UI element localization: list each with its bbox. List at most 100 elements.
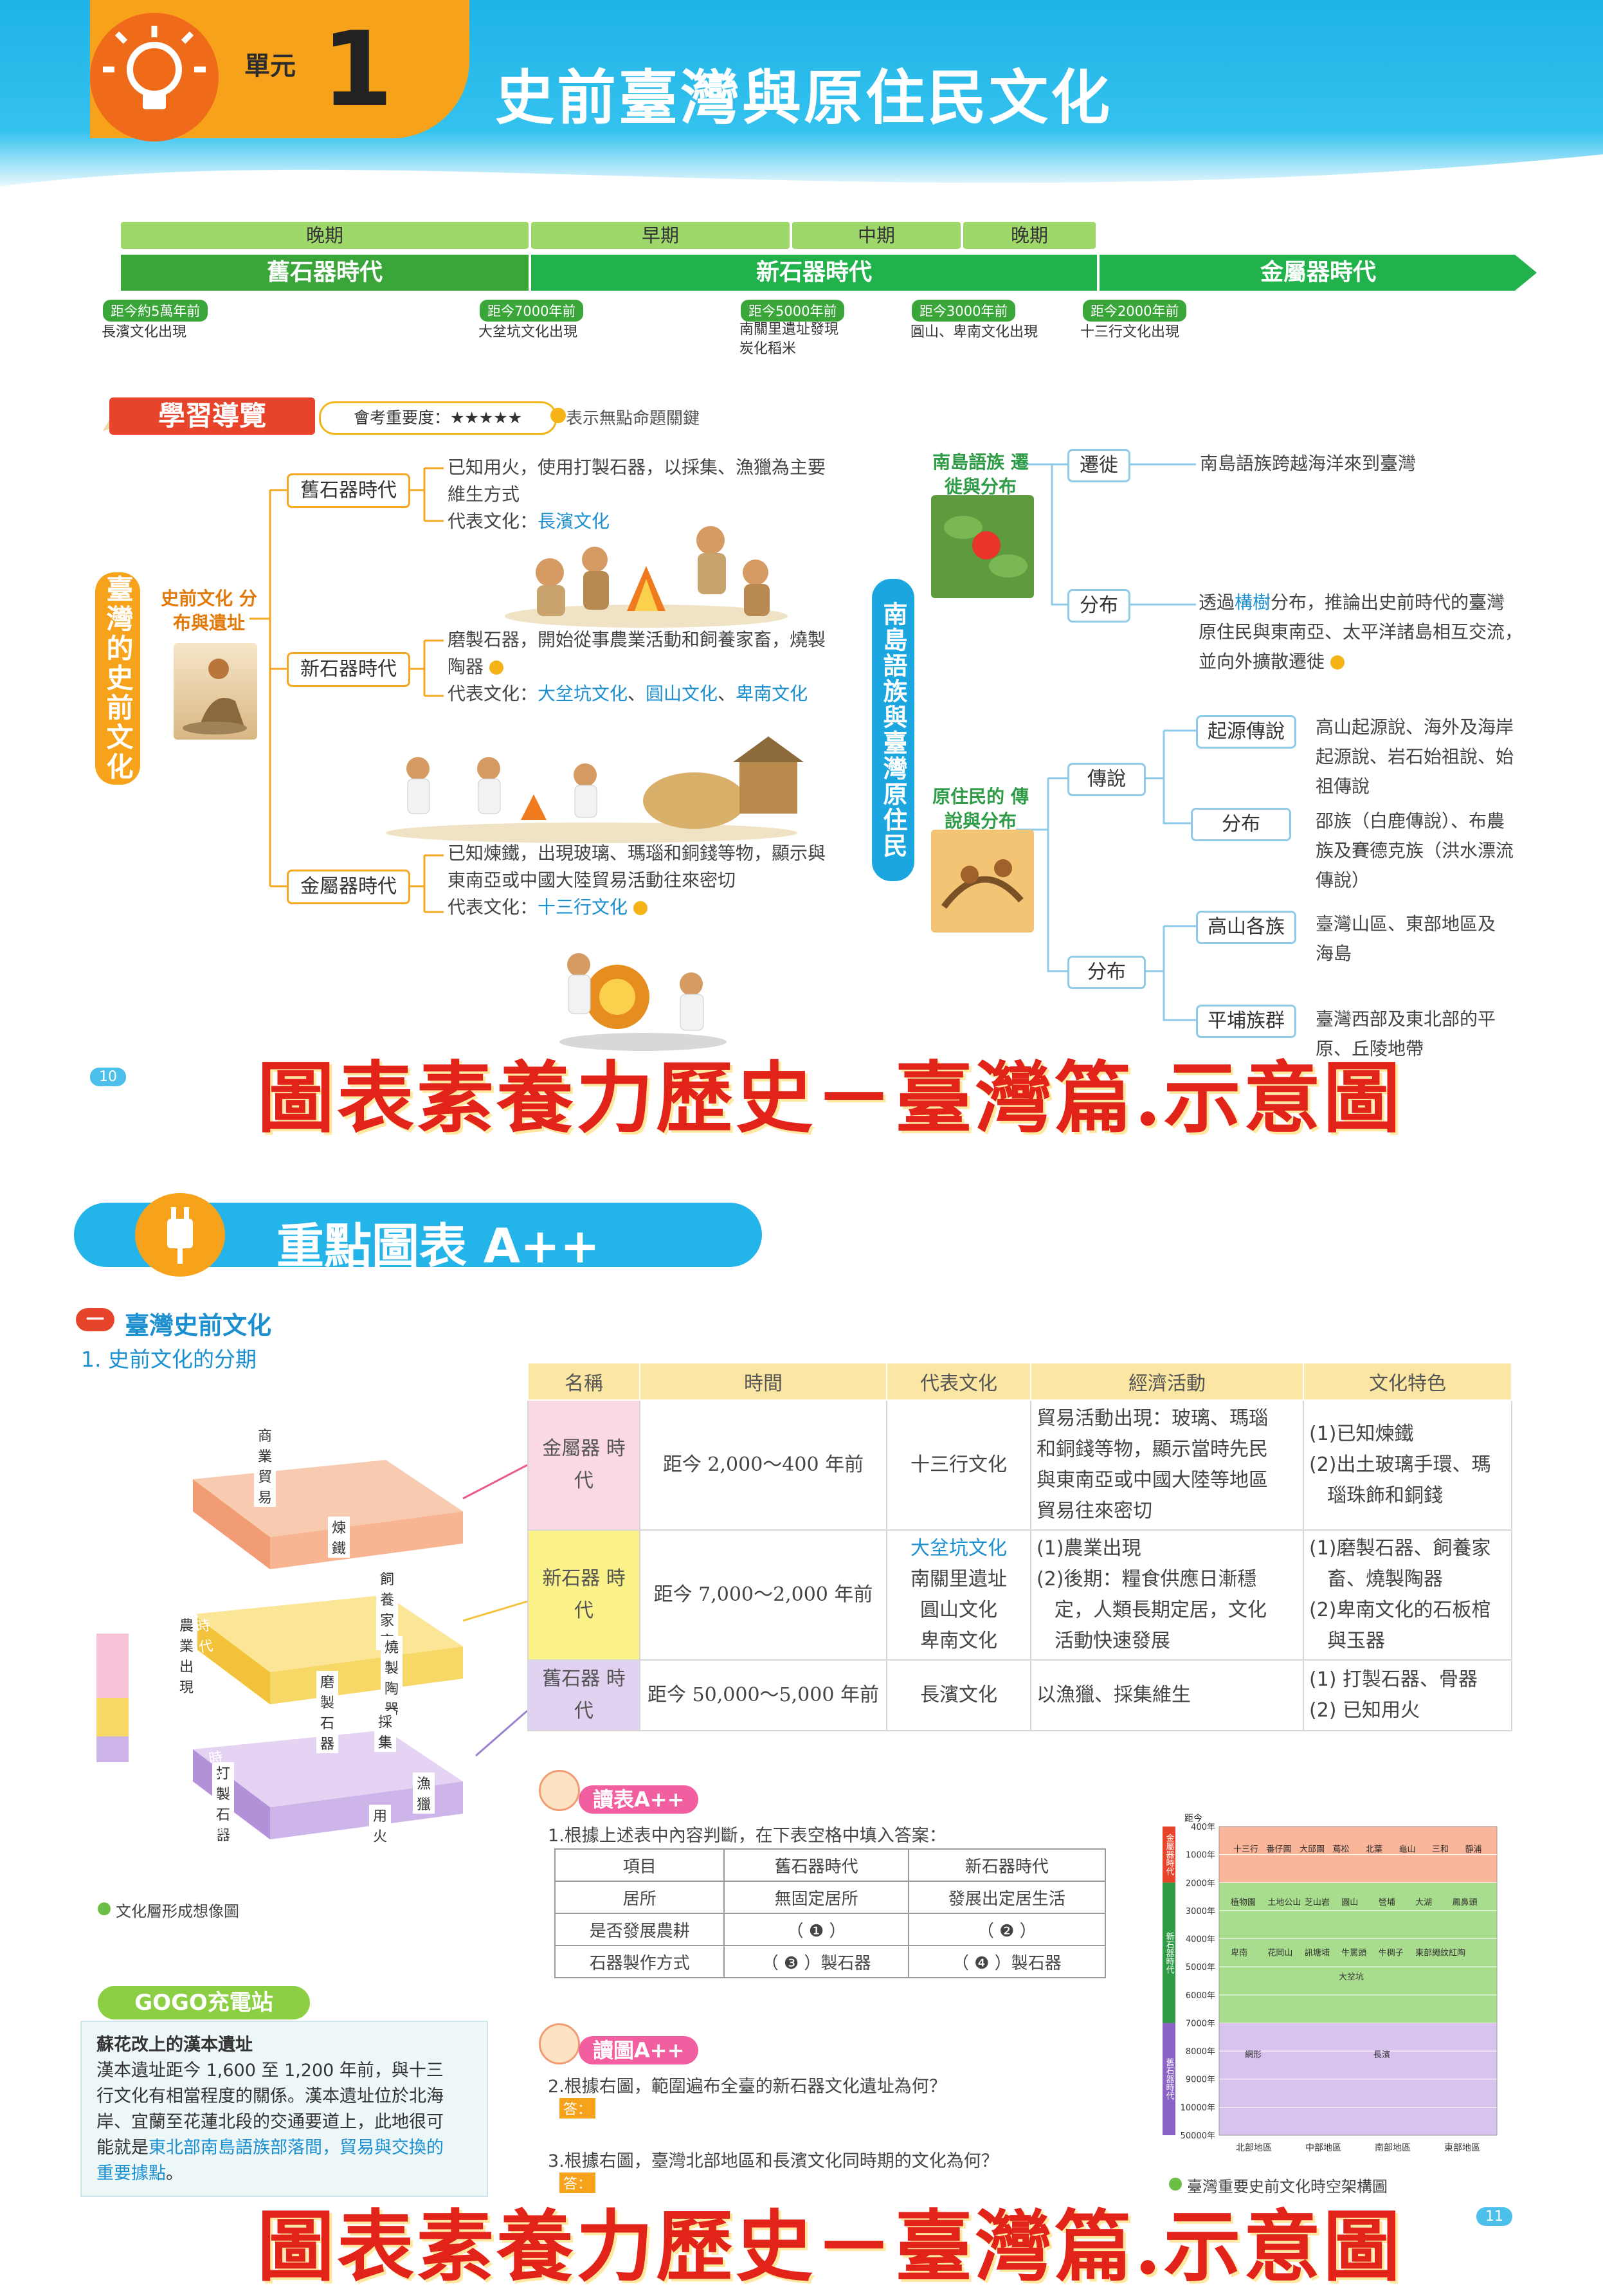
economy-line: 貿易往來密切 xyxy=(1037,1500,1152,1522)
neolithic-village-illustration xyxy=(379,724,804,846)
feature-line: (1) 打製石器、骨器 xyxy=(1309,1668,1478,1691)
gogo-title: 蘇花改上的漢本遺址 xyxy=(96,2035,253,2055)
migration-text: 南島語族跨越海洋來到臺灣 xyxy=(1200,453,1417,474)
answer-row: 是否發展農耕 （ ❶ ） （ ❷ ） xyxy=(554,1913,1107,1946)
migration-node: 遷徙 xyxy=(1067,449,1130,482)
answer-row: 石器製作方式 （ ❸ ）製石器 （ ❹ ）製石器 xyxy=(554,1945,1107,1978)
row-name-metal: 金屬器 時代 xyxy=(527,1399,640,1531)
gogo-line: 重要據點。 xyxy=(96,2161,469,2187)
excavation-illustration xyxy=(174,643,257,740)
neolithic-culture-line: 代表文化：大坌坑文化、圓山文化、卑南文化 xyxy=(448,680,865,707)
page-number-right: 11 xyxy=(1476,2207,1512,2226)
feature-line: (2) 已知用火 xyxy=(1309,1699,1420,1722)
row-name-paleolithic: 舊石器 時代 xyxy=(527,1659,640,1731)
economy-line: 貿易活動出現：玻璃、瑪瑙 xyxy=(1037,1407,1268,1430)
x-category-label: 北部地區 xyxy=(1236,2143,1272,2153)
culture-prefix: 代表文化： xyxy=(448,683,538,704)
mountain-line: 臺灣山區、東部地區及 xyxy=(1316,913,1496,934)
spread-text: 透過構樹分布，推論出史前時代的臺灣 原住民與東南亞、太平洋諸島相互交流， 並向外… xyxy=(1199,588,1559,677)
answer-blank[interactable]: （ ❸ ）製石器 xyxy=(723,1945,909,1978)
answer-header: 項目 xyxy=(554,1848,725,1882)
student-avatar-icon xyxy=(539,1770,580,1811)
gogo-line: 行文化有相當程度的關係。漢本遺址位於北海 xyxy=(96,2086,444,2106)
paleolithic-people-illustration xyxy=(498,502,794,630)
culture-layer-illustration xyxy=(90,1402,476,1891)
learning-guide-badge: 學習導覽 xyxy=(109,397,315,435)
gogo-highlight: 重要據點 xyxy=(96,2164,166,2183)
origin-line: 高山起源說、海外及海岸 xyxy=(1316,716,1514,738)
illustration-caption-icon xyxy=(98,1902,111,1915)
section-number: 一 xyxy=(86,1309,104,1330)
timeline-era-paleolithic: 舊石器時代 xyxy=(121,255,529,291)
illustration-label: 用火 xyxy=(369,1805,392,1846)
culture-label: 鳳鼻頭 xyxy=(1453,1897,1478,1908)
feature-line: 與玉器 xyxy=(1327,1630,1385,1652)
chart-svg: 距今金屬器時代新石器時代舊石器時代400年1000年2000年3000年4000… xyxy=(1163,1814,1498,2153)
paleolithic-desc-line: 維生方式 xyxy=(448,484,520,505)
illustration-label: 漁獵 xyxy=(413,1772,435,1814)
timeline: 晚期 早期 中期 晚期 舊石器時代 新石器時代 金屬器時代 距今約5萬年前 長濱… xyxy=(0,0,1603,360)
paper-mulberry-illustration xyxy=(931,495,1034,598)
answer-header: 舊石器時代 xyxy=(723,1848,909,1882)
x-category-label: 東部地區 xyxy=(1444,2143,1480,2153)
timeline-subperiod: 晚期 xyxy=(121,222,529,249)
answer-blank[interactable]: （ ❹ ）製石器 xyxy=(907,1945,1107,1978)
culture-label: 花岡山 xyxy=(1267,1948,1292,1958)
y-tick-label: 8000年 xyxy=(1186,2047,1215,2057)
spread-text-line3: 並向外擴散遷徙 xyxy=(1199,651,1325,672)
legend-spread-line: 傳說） xyxy=(1316,870,1370,891)
answer-cell: 石器製作方式 xyxy=(554,1945,725,1978)
table-row: 金屬器 時代 距今 2,000～400 年前 十三行文化 貿易活動出現：玻璃、瑪… xyxy=(527,1399,1512,1531)
section-subheading: 1. 史前文化的分期 xyxy=(81,1347,257,1372)
era-label: 新石器時代 xyxy=(1164,1931,1175,1974)
table-header: 經濟活動 xyxy=(1030,1362,1304,1401)
culture-name: 大坌坑文化 xyxy=(538,683,628,704)
illustration-label: 商業貿易 xyxy=(254,1425,276,1507)
culture-label: 圓山 xyxy=(1341,1898,1358,1908)
timeline-marker-note: 十三行文化出現 xyxy=(1080,324,1180,340)
lightbulb-icon xyxy=(90,13,219,141)
timeline-subperiod: 晚期 xyxy=(963,222,1096,249)
row-features: (1)磨製石器、飼養家 畜、燒製陶器 (2)卑南文化的石板棺 與玉器 xyxy=(1303,1529,1512,1661)
y-tick-label: 6000年 xyxy=(1186,1991,1215,2001)
y-tick-label: 50000年 xyxy=(1181,2131,1215,2141)
row-features: (1) 打製石器、骨器 (2) 已知用火 xyxy=(1303,1659,1512,1731)
answer-blank[interactable]: （ ❶ ） xyxy=(723,1913,909,1946)
culture-prefix: 代表文化： xyxy=(448,897,538,918)
watermark-bottom: 圖表素養力歷史－臺灣篇.示意圖 xyxy=(257,2201,1403,2292)
branch-neolithic: 新石器時代 xyxy=(287,652,410,687)
culture-name: 長濱文化 xyxy=(538,511,610,532)
answer-blank[interactable]: （ ❷ ） xyxy=(907,1913,1107,1946)
importance-rating: 會考重要度：★★★★★ xyxy=(319,401,557,435)
key-point-icon xyxy=(550,408,566,423)
culture-label: 三和 xyxy=(1432,1845,1449,1854)
row-economy: 貿易活動出現：玻璃、瑪瑙 和銅錢等物，顯示當時先民 與東南亞或中國大陸等地區 貿… xyxy=(1030,1399,1304,1531)
y-tick-label: 1000年 xyxy=(1186,1851,1215,1861)
timeline-marker-note: 圓山、卑南文化出現 xyxy=(910,324,1038,340)
row-name-neolithic: 新石器 時代 xyxy=(527,1529,640,1661)
page-title: 史前臺灣與原住民文化 xyxy=(495,64,1113,132)
feature-line: (2)出土玻璃手環、瑪 xyxy=(1309,1453,1491,1476)
legend-node: 傳說 xyxy=(1067,763,1146,796)
feature-line: (1)已知煉鐵 xyxy=(1309,1423,1414,1445)
timeline-subperiod: 早期 xyxy=(531,222,790,249)
culture-line: 南關里遺址 xyxy=(910,1568,1007,1590)
key-point-icon xyxy=(489,661,503,675)
row-time: 距今 7,000～2,000 年前 xyxy=(639,1529,887,1661)
watermark-top: 圖表素養力歷史－臺灣篇.示意圖 xyxy=(257,1053,1403,1143)
culture-line: 大坌坑文化 xyxy=(910,1537,1007,1560)
culture-label: 網形 xyxy=(1245,2050,1262,2060)
culture-label: 長濱 xyxy=(1373,2050,1390,2060)
gogo-panel xyxy=(80,2021,488,2197)
spread-line: 並向外擴散遷徙 xyxy=(1199,647,1559,677)
answer-2-label: 答： xyxy=(559,2098,596,2118)
culture-label: 植物園 xyxy=(1231,1898,1256,1908)
gogo-text: 。 xyxy=(166,2164,183,2183)
culture-label: 牛罵頭 xyxy=(1341,1949,1366,1958)
unit-label: 單元 xyxy=(244,51,296,81)
table-header: 文化特色 xyxy=(1303,1362,1512,1401)
plains-tribes-node: 平埔族群 xyxy=(1196,1005,1296,1038)
key-point-icon xyxy=(633,901,648,915)
x-category-label: 南部地區 xyxy=(1375,2143,1411,2153)
paper-mulberry-term: 構樹 xyxy=(1235,592,1271,613)
